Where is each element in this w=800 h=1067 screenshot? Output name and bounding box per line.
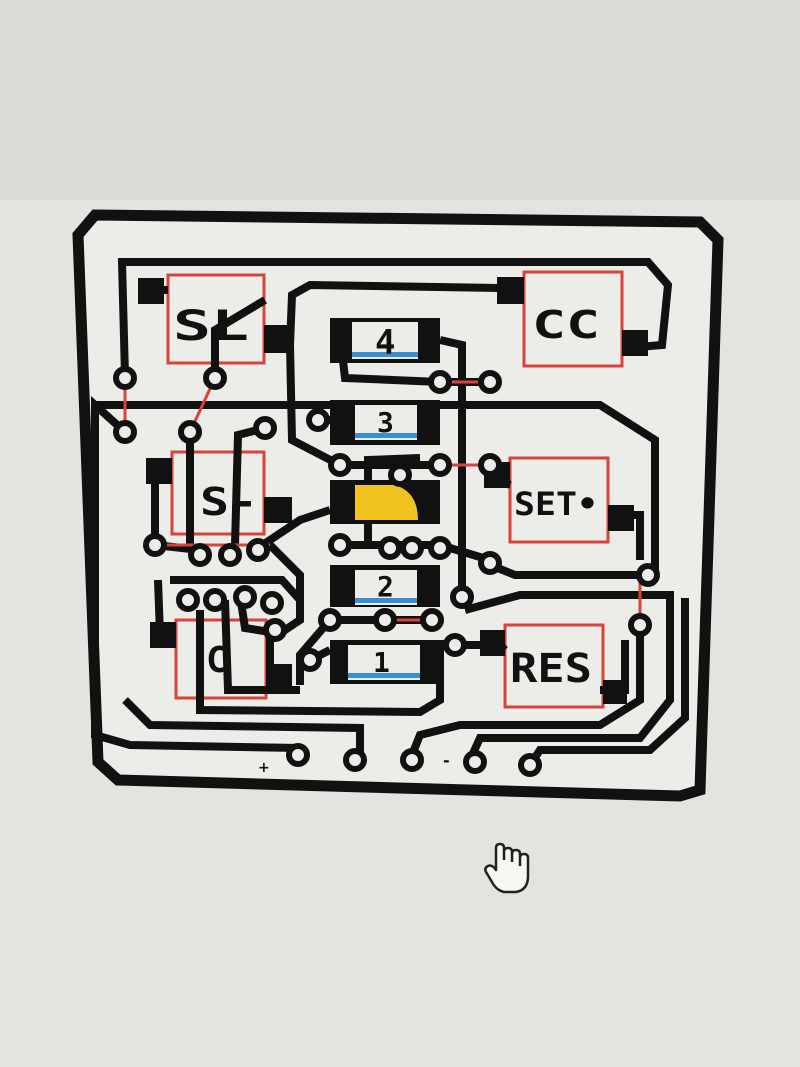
pad-sl-right bbox=[264, 325, 292, 353]
trace-10 bbox=[439, 336, 466, 595]
via[interactable] bbox=[518, 753, 542, 777]
diode-4 bbox=[330, 318, 440, 363]
diode-1-band bbox=[348, 673, 420, 678]
via[interactable] bbox=[246, 538, 270, 562]
outline-cc bbox=[522, 270, 624, 368]
pad-cc-right bbox=[622, 330, 648, 356]
via[interactable] bbox=[253, 416, 277, 440]
selected-chip[interactable] bbox=[330, 480, 440, 524]
diode-2 bbox=[330, 565, 440, 607]
pad-c-right bbox=[266, 664, 292, 688]
via[interactable] bbox=[143, 533, 167, 557]
outline-set bbox=[508, 456, 610, 544]
pad-sl-left bbox=[138, 278, 164, 304]
label-plus: + bbox=[258, 760, 270, 776]
trace-19 bbox=[252, 506, 332, 554]
hand-cursor-shape bbox=[484, 842, 530, 894]
via[interactable] bbox=[203, 588, 227, 612]
diode-3 bbox=[330, 400, 440, 445]
component-labels: SL CC S- SET• C RES 4 3 2 1 + - bbox=[173, 301, 600, 776]
diode-3-band bbox=[355, 433, 417, 438]
trace-2 bbox=[91, 396, 301, 752]
label-diode-3: 3 bbox=[377, 406, 394, 439]
vias bbox=[113, 366, 660, 777]
via[interactable] bbox=[428, 453, 452, 477]
label-diode-1: 1 bbox=[373, 646, 390, 679]
diode-4-band bbox=[352, 352, 418, 357]
trace-28 bbox=[463, 591, 674, 762]
trace-23 bbox=[122, 697, 364, 760]
label-minus: - bbox=[443, 751, 450, 770]
via[interactable] bbox=[218, 543, 242, 567]
via[interactable] bbox=[318, 608, 342, 632]
label-sl: SL bbox=[173, 301, 249, 350]
via[interactable] bbox=[443, 633, 467, 657]
outline-res bbox=[503, 623, 605, 709]
label-s-minus: S- bbox=[200, 480, 258, 524]
via[interactable] bbox=[628, 613, 652, 637]
label-diode-4: 4 bbox=[375, 323, 395, 363]
screen-top-shade bbox=[0, 0, 800, 200]
via[interactable] bbox=[478, 551, 502, 575]
label-c: C bbox=[206, 640, 228, 681]
outline-s-minus bbox=[170, 450, 266, 536]
via[interactable] bbox=[113, 420, 137, 444]
via[interactable] bbox=[428, 370, 452, 394]
trace-1 bbox=[117, 258, 673, 376]
via[interactable] bbox=[636, 563, 660, 587]
hand-cursor-icon bbox=[484, 842, 530, 894]
trace-21 bbox=[170, 576, 303, 603]
via[interactable] bbox=[328, 533, 352, 557]
via[interactable] bbox=[420, 608, 444, 632]
selected-chip-highlight bbox=[355, 485, 418, 520]
pad-c-left bbox=[150, 622, 176, 648]
pad-res-right bbox=[603, 680, 627, 704]
label-set: SET• bbox=[514, 485, 598, 523]
trace-27 bbox=[406, 625, 644, 762]
via[interactable] bbox=[113, 366, 137, 390]
via[interactable] bbox=[400, 748, 424, 772]
via[interactable] bbox=[188, 543, 212, 567]
component-outlines bbox=[166, 270, 624, 709]
via[interactable] bbox=[306, 408, 330, 432]
trace-25 bbox=[221, 599, 300, 694]
trace-29 bbox=[526, 598, 689, 768]
via[interactable] bbox=[328, 453, 352, 477]
via[interactable] bbox=[286, 743, 310, 767]
trace-5 bbox=[211, 296, 268, 378]
via[interactable] bbox=[260, 591, 284, 615]
label-res: RES bbox=[510, 646, 592, 692]
via[interactable] bbox=[463, 750, 487, 774]
via[interactable] bbox=[203, 366, 227, 390]
pad-s-top bbox=[146, 458, 172, 484]
pad-s-right bbox=[264, 497, 292, 523]
pad-res-left bbox=[480, 630, 505, 656]
pad-cc-left bbox=[497, 277, 524, 304]
via[interactable] bbox=[263, 618, 287, 642]
label-diode-2: 2 bbox=[377, 570, 394, 603]
via[interactable] bbox=[373, 608, 397, 632]
via[interactable] bbox=[298, 648, 322, 672]
via[interactable] bbox=[378, 536, 402, 560]
pad-set-right bbox=[608, 505, 634, 531]
via[interactable] bbox=[388, 463, 412, 487]
diode-1 bbox=[330, 640, 440, 684]
via[interactable] bbox=[178, 420, 202, 444]
trace-20 bbox=[266, 542, 304, 670]
trace-7 bbox=[286, 344, 440, 469]
via[interactable] bbox=[233, 585, 257, 609]
via[interactable] bbox=[176, 588, 200, 612]
label-cc: CC bbox=[532, 303, 600, 347]
pads bbox=[138, 277, 648, 704]
via[interactable] bbox=[450, 585, 474, 609]
via[interactable] bbox=[478, 370, 502, 394]
via[interactable] bbox=[343, 748, 367, 772]
trace-6 bbox=[286, 280, 501, 346]
diode-2-band bbox=[355, 598, 417, 603]
via[interactable] bbox=[428, 536, 452, 560]
via[interactable] bbox=[400, 536, 424, 560]
via[interactable] bbox=[478, 453, 502, 477]
